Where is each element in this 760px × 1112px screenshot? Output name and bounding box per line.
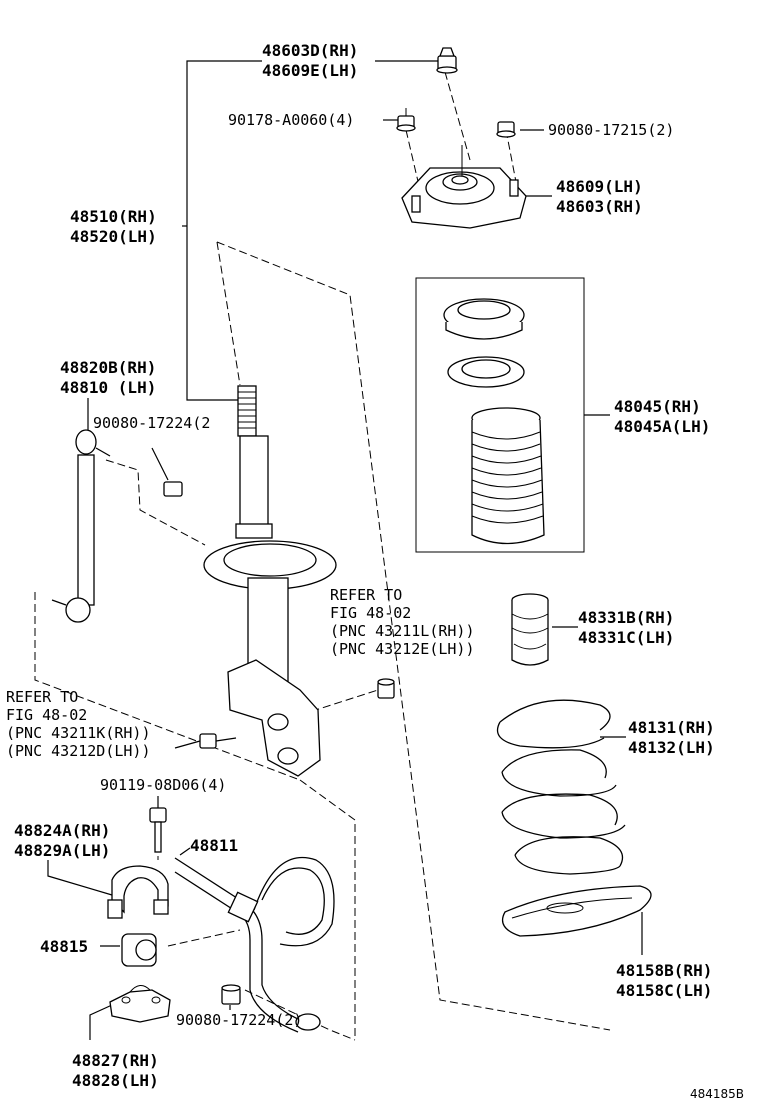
bushing-clamp-icon <box>107 865 169 919</box>
link-nut-icon <box>163 481 183 497</box>
label-ref-right-4: (PNC 43212E(LH)) <box>330 640 475 658</box>
part-labels: 48603D(RH) 48609E(LH) 90178-A0060(4) 900… <box>6 41 744 1101</box>
label-mount-lh: 48609(LH) <box>556 177 643 196</box>
label-bumper-rh: 48331B(RH) <box>578 608 674 627</box>
label-top-nut-lh: 48609E(LH) <box>262 61 358 80</box>
label-stab-bar: 48811 <box>190 836 238 855</box>
stabilizer-bracket-icon <box>109 985 171 1023</box>
lower-insulator-icon <box>501 885 652 937</box>
top-nut-icon <box>436 47 458 74</box>
label-ref-right-1: REFER TO <box>330 586 402 604</box>
label-spring-lh: 48132(LH) <box>628 738 715 757</box>
label-ref-left-3: (PNC 43211K(RH)) <box>6 724 151 742</box>
upper-mount-icon <box>401 145 527 229</box>
label-ref-left-1: REFER TO <box>6 688 78 706</box>
label-lower-seat-rh: 48158B(RH) <box>616 961 712 980</box>
label-bar-nut: 90080-17224(2) <box>176 1011 302 1029</box>
knuckle-bolt-icon <box>199 733 237 749</box>
label-bracket-bolt: 90119-08D06(4) <box>100 776 226 794</box>
label-bolt-right: 90080-17215(2) <box>548 121 674 139</box>
mount-nut-small-icon <box>496 121 516 138</box>
label-clamp-rh: 48824A(RH) <box>14 821 110 840</box>
label-bumper-lh: 48331C(LH) <box>578 628 674 647</box>
label-boot-kit-rh: 48045(RH) <box>614 397 701 416</box>
boot-kit-box <box>415 277 585 553</box>
label-ref-left-2: FIG 48-02 <box>6 706 87 724</box>
label-ref-right-2: FIG 48-02 <box>330 604 411 622</box>
figure-id: 484185B <box>690 1087 744 1101</box>
label-lower-seat-lh: 48158C(LH) <box>616 981 712 1000</box>
label-mount-rh: 48603(RH) <box>556 197 643 216</box>
label-bushing: 48815 <box>40 937 88 956</box>
label-boot-kit-lh: 48045A(LH) <box>614 417 710 436</box>
bar-link-nut-icon <box>221 984 241 1005</box>
label-stab-link-rh: 48820B(RH) <box>60 358 156 377</box>
strut-icon <box>203 385 337 777</box>
label-bracket-rh: 48827(RH) <box>72 1051 159 1070</box>
label-clamp-lh: 48829A(LH) <box>14 841 110 860</box>
stabilizer-link-icon <box>51 429 111 623</box>
bump-stopper-icon <box>511 593 549 666</box>
label-spring-rh: 48131(RH) <box>628 718 715 737</box>
label-strut-lh: 48520(LH) <box>70 227 157 246</box>
label-link-nut: 90080-17224(2 <box>93 414 210 432</box>
mount-nut-icon <box>396 108 416 132</box>
label-top-nut-rh: 48603D(RH) <box>262 41 358 60</box>
label-ref-right-3: (PNC 43211L(RH)) <box>330 622 475 640</box>
label-ref-left-4: (PNC 43212D(LH)) <box>6 742 151 760</box>
label-stab-link-lh: 48810 (LH) <box>60 378 156 397</box>
bushing-icon <box>121 933 157 967</box>
coil-spring-icon <box>496 699 626 875</box>
stabilizer-bar-icon <box>174 856 335 1033</box>
bracket-bolt-icon <box>149 807 167 853</box>
label-bolt-left: 90178-A0060(4) <box>228 111 354 129</box>
label-bracket-lh: 48828(LH) <box>72 1071 159 1090</box>
label-strut-rh: 48510(RH) <box>70 207 157 226</box>
knuckle-nut-icon <box>377 678 395 699</box>
